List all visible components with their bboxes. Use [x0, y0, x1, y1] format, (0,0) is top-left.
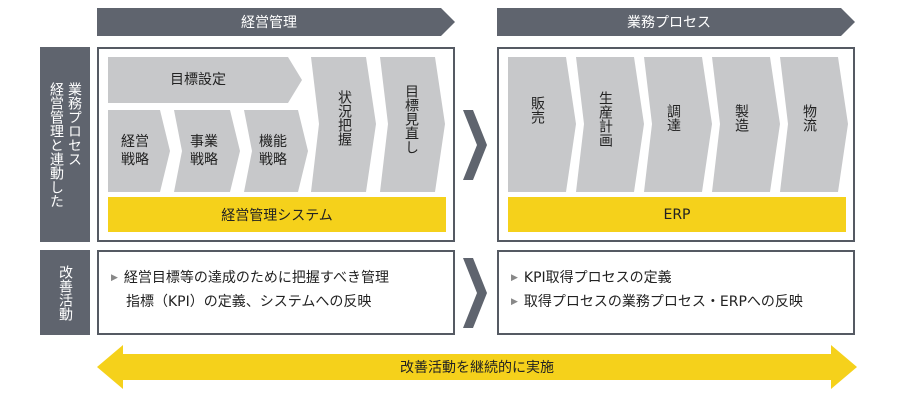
kpi-definition-continuation: 指標（KPI）の定義、システムへの反映 [126, 294, 372, 310]
functional-strategy-label: 機能 戦略 [259, 134, 287, 168]
business-strategy-label: 事業 戦略 [190, 134, 218, 168]
kpi-process-bullet-2: ▶取得プロセスの業務プロセス・ERPへの反映 [511, 294, 803, 310]
process-procurement: 調達 [665, 104, 681, 132]
management-strategy-label: 経営 戦略 [121, 134, 149, 168]
header-arrow-right [497, 8, 855, 36]
kpi-definition-bullet: ▶経営目標等の達成のために把握すべき管理 [111, 270, 389, 286]
arrow-to-process [463, 110, 487, 180]
process-manufacturing: 製造 [733, 104, 749, 132]
side-label-col-2: 経営管理と連動した [48, 81, 64, 208]
continuous-improvement-label: 改善活動を継続的に実施 [400, 360, 554, 376]
header-arrow-left [97, 8, 455, 36]
process-logistics: 物流 [801, 104, 817, 132]
management-system-bar: 経営管理システム [108, 197, 446, 232]
status-review-chevrons [311, 57, 445, 192]
goal-review-item: 目標見直し [403, 84, 419, 154]
process-sales: 販売 [529, 96, 545, 124]
bullet-triangle-icon: ▶ [511, 297, 518, 307]
status-grasp-item: 状況把握 [336, 90, 352, 146]
header-business-process-label: 業務プロセス [627, 15, 711, 31]
strategy-chevrons [108, 110, 308, 192]
bullet-triangle-icon: ▶ [111, 273, 118, 283]
continuous-improvement-arrow [97, 345, 857, 389]
side-label-linked-process: 経営管理と連動した 業務プロセス [40, 47, 90, 242]
erp-bar: ERP [508, 197, 846, 232]
side-label-col-1: 業務プロセス [66, 81, 82, 166]
goal-setting-label: 目標設定 [170, 72, 226, 88]
header-management-label: 経営管理 [241, 15, 297, 31]
goal-setting-shape [108, 57, 302, 103]
bullet-triangle-icon: ▶ [511, 273, 518, 283]
side-label-improvement: 改善活動 [40, 250, 90, 335]
kpi-definition-box: ▶経営目標等の達成のために把握すべき管理 指標（KPI）の定義、システムへの反映 [97, 250, 455, 335]
process-production-planning: 生産計画 [597, 91, 613, 147]
arrow-to-process-bottom [463, 258, 487, 328]
process-chevrons [508, 57, 848, 192]
kpi-process-box: ▶KPI取得プロセスの定義 ▶取得プロセスの業務プロセス・ERPへの反映 [497, 250, 855, 335]
kpi-process-bullet-1: ▶KPI取得プロセスの定義 [511, 270, 672, 286]
